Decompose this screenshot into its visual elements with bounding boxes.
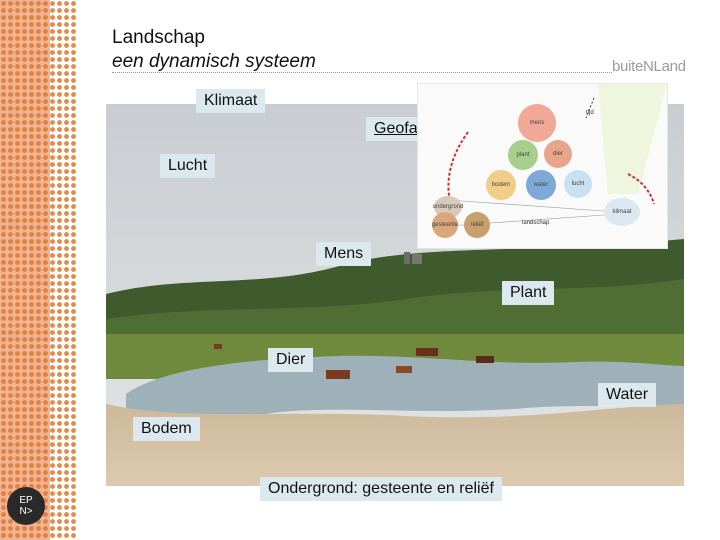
label-mens: Mens	[316, 242, 372, 266]
label-water: Water	[598, 383, 657, 407]
label-plant: Plant	[502, 281, 555, 305]
slide-title: Landschap een dynamisch systeem	[112, 26, 316, 74]
label-bodem: Bodem	[133, 417, 200, 441]
logo-line1: EP	[19, 495, 33, 506]
diagram-node-relief: reliëf	[464, 212, 490, 238]
diagram-relief-text: reliëf	[470, 222, 484, 228]
title-divider	[112, 72, 612, 73]
diagram-gesteente-text: gesteente	[431, 222, 459, 228]
diagram-klimaat-text: klimaat	[612, 209, 632, 215]
diagram-bodem-text: bodem	[491, 182, 511, 188]
slide-title-line1: Landschap	[112, 27, 205, 48]
diagram-dier-text: dier	[552, 151, 563, 157]
label-lucht: Lucht	[160, 154, 216, 178]
brand-logo-text: buiteNLand	[612, 58, 686, 75]
diagram-label-landschap: landschap	[522, 220, 550, 226]
diagram-label-tijd: tijd	[586, 110, 594, 116]
diagram-node-klimaat: klimaat	[604, 198, 640, 226]
diagram-ondergrond-text: ondergrond	[432, 204, 464, 210]
diagram-water-text: water	[533, 182, 549, 188]
diagram-mens-text: mens	[529, 120, 545, 126]
diagram-node-gesteente: gesteente	[432, 212, 458, 238]
diagram-node-lucht: lucht	[564, 170, 592, 198]
label-dier: Dier	[268, 348, 314, 372]
diagram-lucht-text: lucht	[571, 181, 585, 187]
decorative-strip-overlay	[0, 0, 50, 540]
epn-logo: EP N>	[7, 487, 45, 525]
diagram-node-bodem: bodem	[486, 170, 516, 200]
landscape-system-diagram: mens tijd plant dier bodem water lucht o…	[417, 83, 668, 249]
logo-line2: N>	[19, 506, 33, 517]
diagram-node-dier: dier	[544, 140, 572, 168]
label-ondergrond: Ondergrond: gesteente en reliëf	[260, 477, 502, 501]
diagram-node-mens: mens	[518, 104, 556, 142]
diagram-node-water: water	[526, 170, 556, 200]
label-klimaat: Klimaat	[196, 89, 266, 113]
slide-title-line2: een dynamisch systeem	[112, 51, 316, 72]
diagram-node-plant: plant	[508, 140, 538, 170]
diagram-plant-text: plant	[516, 152, 530, 158]
